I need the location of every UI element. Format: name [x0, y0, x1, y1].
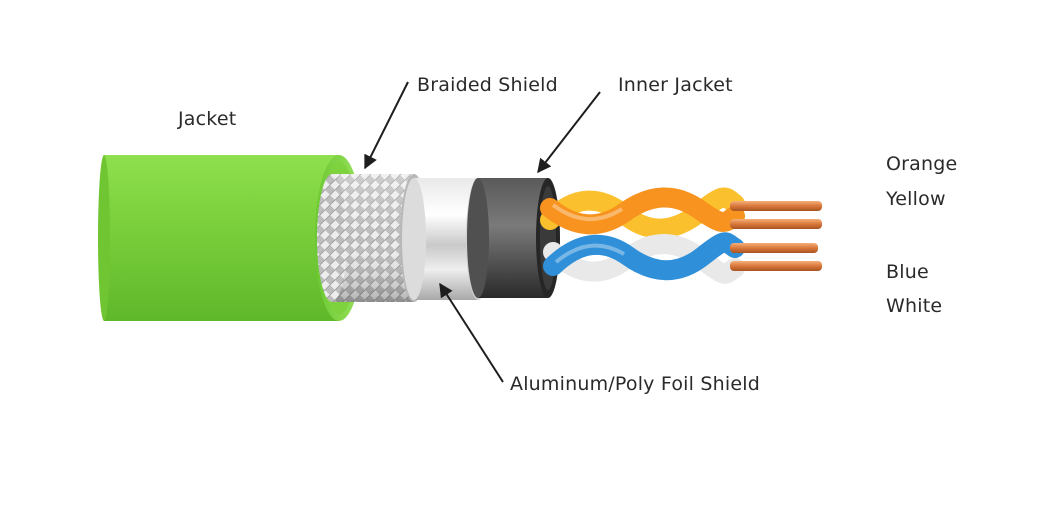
white-conductor: [730, 261, 822, 271]
foil-shield-arrow: [439, 282, 504, 383]
inner-jacket-label: Inner Jacket: [618, 74, 733, 96]
orange-wire-label: Orange: [886, 153, 958, 175]
orange-conductor: [730, 201, 822, 211]
blue-wire-label: Blue: [886, 261, 929, 283]
foil-shield-label: Aluminum/Poly Foil Shield: [510, 373, 760, 395]
white-wire-label: White: [886, 295, 943, 317]
blue-conductor: [730, 243, 818, 253]
yellow-conductor: [730, 219, 822, 229]
orange-yellow-pair: [540, 187, 822, 239]
braided-shield-arrow: [364, 81, 409, 170]
inner-jacket-arrow: [537, 91, 601, 174]
jacket-label: Jacket: [178, 108, 237, 130]
yellow-wire-label: Yellow: [886, 188, 946, 210]
inner-jacket: [467, 178, 560, 298]
blue-white-pair: [543, 232, 822, 284]
braided-shield-label: Braided Shield: [417, 74, 558, 96]
